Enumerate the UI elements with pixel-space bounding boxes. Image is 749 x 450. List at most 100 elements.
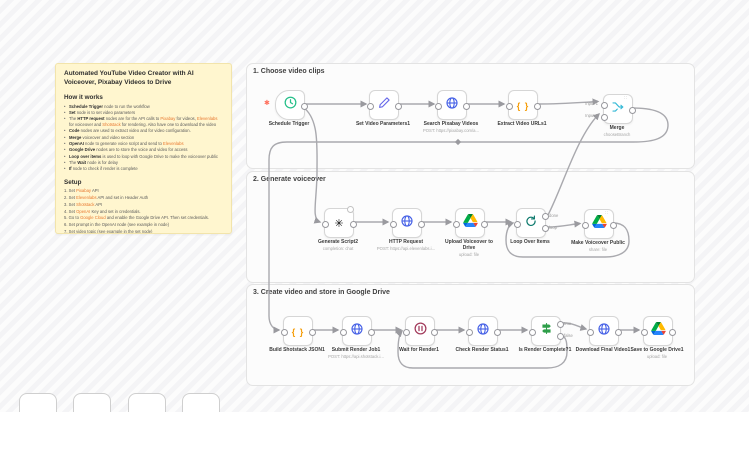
node-grip-icon: ∷ [605, 210, 609, 216]
output-port[interactable] [556, 321, 564, 328]
google-drive-icon [591, 215, 607, 233]
input-port[interactable] [528, 328, 536, 336]
connection-wire [268, 107, 669, 334]
node-save-to-google-drive[interactable] [640, 316, 676, 346]
output-port[interactable] [349, 220, 357, 228]
sticky-note[interactable]: Automated YouTube Video Creator with AI … [55, 63, 232, 234]
input-port[interactable] [339, 328, 347, 336]
sticky-how-item: Google Drive nodes are to store the voic… [64, 147, 223, 153]
output-port-label: done [549, 212, 559, 218]
section-title: 3. Create video and store in Google Driv… [253, 289, 390, 296]
node-tool-port[interactable] [347, 206, 354, 213]
output-port[interactable] [480, 220, 488, 228]
sticky-how-item: The HTTP request nodes are for the API c… [64, 116, 223, 127]
node-upload-voiceover-to-drive[interactable] [452, 208, 488, 238]
output-port[interactable] [394, 102, 402, 110]
node-label: Build Shotstack JSON1 [269, 347, 325, 353]
input-port[interactable] [600, 114, 608, 121]
output-port[interactable] [541, 213, 549, 220]
input-port[interactable] [366, 102, 374, 110]
connection-wire [505, 221, 630, 258]
input-port[interactable] [505, 102, 513, 110]
sticky-title: Automated YouTube Video Creator with AI … [64, 70, 194, 86]
sticky-setup-item: 7. Set video topic (see example in the s… [64, 228, 153, 234]
node-check-render-status[interactable] [465, 316, 501, 346]
node-subtitle: share: file [588, 247, 608, 252]
node-label: HTTP Request [388, 239, 424, 245]
node-download-final-video[interactable] [586, 316, 622, 346]
sticky-how-item: Merge voiceover and video section [64, 135, 223, 141]
node-label: Check Render Status1 [455, 347, 509, 353]
input-port[interactable] [321, 220, 329, 228]
output-port[interactable] [614, 328, 622, 336]
sticky-how-item: Code nodes are used to extract video and… [64, 128, 223, 134]
node-label: Save to Google Drive1 [630, 347, 684, 353]
node-subtitle: upload: file [646, 354, 668, 359]
section-title: 2. Generate voiceover [253, 176, 326, 183]
node-loop-over-items[interactable] [513, 208, 549, 238]
sticky-how-list: Schedule Trigger node to run the workflo… [64, 104, 223, 173]
node-subtitle: upload: file [458, 252, 480, 257]
node-label: Upload Voiceover to Drive [445, 239, 493, 252]
output-port[interactable] [417, 220, 425, 228]
node-set-video-parameters[interactable] [366, 90, 402, 120]
output-port[interactable] [367, 328, 375, 336]
input-port[interactable] [389, 220, 397, 228]
output-port[interactable] [541, 225, 549, 232]
node-submit-render-job[interactable] [339, 316, 375, 346]
connection-wire [547, 113, 600, 216]
input-port[interactable] [280, 328, 288, 336]
node-make-voiceover-public[interactable] [581, 209, 617, 239]
sticky-setup-item: 2. Set Elevenlabs API and set in Header … [64, 195, 149, 201]
sticky-setup-item: 1. Set Pixabay API [64, 188, 99, 194]
code-braces-icon: { } [291, 327, 305, 337]
input-port[interactable] [465, 328, 473, 336]
node-wait-for-render[interactable] [402, 316, 438, 346]
output-port[interactable] [462, 102, 470, 110]
if-icon [540, 322, 553, 340]
sticky-setup-item: 5. Go to Google Cloud and enable the Goo… [64, 215, 209, 221]
output-port[interactable] [533, 102, 541, 110]
node-label: Submit Render Job1 [331, 347, 381, 353]
output-port[interactable] [609, 221, 617, 229]
node-subtitle: chooseBranch [603, 132, 631, 137]
node-extract-video-urls[interactable]: { } [505, 90, 541, 120]
viewport-bottom-margin [0, 412, 749, 450]
input-port[interactable] [513, 220, 521, 228]
merge-icon [611, 100, 625, 119]
output-port[interactable] [430, 328, 438, 336]
node-build-shotstack-json[interactable]: { } [280, 316, 316, 346]
input-port-label: Input 1 [585, 100, 598, 106]
openai-icon: ✳ [334, 218, 344, 230]
input-port[interactable] [452, 220, 460, 228]
sticky-how-item: The Wait node is for delay [64, 160, 223, 166]
input-port[interactable] [640, 328, 648, 336]
node-schedule-trigger[interactable] [275, 90, 308, 120]
connection-wire [536, 98, 600, 106]
output-port[interactable] [493, 328, 501, 336]
input-port[interactable] [434, 102, 442, 110]
output-port[interactable] [300, 102, 308, 110]
output-port[interactable] [668, 328, 676, 336]
input-port[interactable] [402, 328, 410, 336]
node-label: Loop Over Items [510, 239, 550, 245]
node-search-pixabay-videos[interactable] [434, 90, 470, 120]
output-port[interactable] [308, 328, 316, 336]
sticky-how-item: If node to check if render is complete [64, 166, 223, 172]
output-port[interactable] [628, 106, 636, 114]
section-title: 1. Choose video clips [253, 68, 325, 75]
node-merge[interactable] [600, 94, 636, 124]
input-port[interactable] [581, 221, 589, 229]
input-port[interactable] [586, 328, 594, 336]
node-generate-script[interactable]: ✳ [321, 208, 357, 238]
node-is-render-complete[interactable] [528, 316, 564, 346]
input-port[interactable] [600, 102, 608, 109]
output-port[interactable] [556, 333, 564, 340]
pencil-icon [378, 96, 391, 114]
sticky-setup-item: 6. Set prompt in the OpenAI node (see ex… [64, 222, 169, 228]
output-port-label: true [564, 320, 572, 326]
node-subtitle: POST: https://pixabay.com/a... [422, 128, 479, 133]
node-label: Download Final Video1 [575, 347, 631, 353]
node-http-request[interactable] [389, 208, 425, 238]
